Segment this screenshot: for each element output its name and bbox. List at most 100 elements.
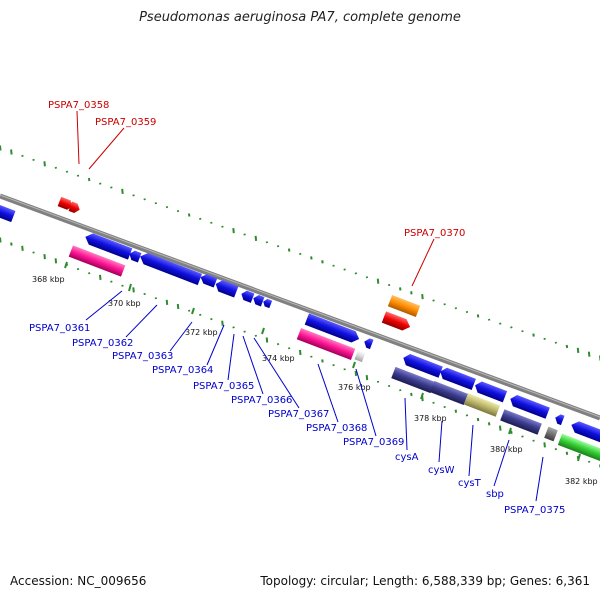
gene-pspa7-0367[interactable]	[262, 298, 273, 309]
accession-text: Accession: NC_009656	[10, 574, 147, 588]
gene-pspa7-0376-b[interactable]	[557, 433, 600, 467]
gene-pspa7-0366[interactable]	[240, 289, 255, 303]
gc-tick	[510, 430, 513, 434]
gc-tick	[321, 260, 324, 264]
gc-tick	[387, 283, 391, 287]
gc-tick	[554, 448, 558, 451]
gc-tick	[110, 280, 113, 283]
gene-label[interactable]: PSPA7_0375	[504, 505, 565, 516]
gene-label[interactable]: PSPA7_0359	[95, 117, 156, 128]
scale-label: 374 kbp	[262, 354, 295, 363]
gene-cysT[interactable]	[463, 393, 501, 417]
gene-pspa7-0376[interactable]	[569, 419, 600, 445]
gc-tick	[187, 309, 191, 312]
gene-pspa7-0360[interactable]	[0, 203, 16, 223]
gene-label[interactable]: cysT	[458, 478, 482, 489]
gene-pspa7-0365[interactable]	[214, 278, 239, 298]
gene-label[interactable]: PSPA7_0358	[48, 100, 109, 111]
gene-label[interactable]: cysA	[395, 452, 419, 463]
gene-cysW[interactable]	[430, 380, 468, 406]
gc-tick	[343, 268, 346, 271]
gene-sbp-upper[interactable]	[508, 393, 550, 419]
gc-tick	[21, 154, 24, 157]
gc-tick	[165, 206, 169, 209]
gc-tick	[376, 278, 380, 284]
gc-tick	[287, 248, 291, 252]
gc-tick	[87, 272, 91, 275]
gc-tick	[487, 422, 491, 426]
gene-pspa7-0370-b[interactable]	[381, 311, 412, 332]
gene-label[interactable]: cysW	[428, 465, 455, 476]
gc-tick	[121, 284, 124, 287]
gc-tick	[410, 392, 413, 397]
gc-tick	[132, 194, 135, 197]
gc-tick	[354, 272, 358, 275]
map-title: Pseudomonas aeruginosa PA7, complete gen…	[139, 10, 461, 25]
gene-label[interactable]: PSPA7_0368	[306, 423, 367, 434]
gc-tick	[465, 414, 469, 417]
reverse-leader-lines	[85, 290, 544, 502]
gc-tick	[499, 425, 502, 431]
gc-tick	[199, 313, 202, 316]
gc-content-outer-track	[0, 145, 600, 361]
gene-pspa7-0361-b[interactable]	[68, 245, 126, 277]
gc-tick	[143, 198, 146, 201]
gc-tick	[165, 299, 169, 305]
gene-pspa7-0369[interactable]	[362, 337, 374, 350]
gc-tick	[265, 337, 269, 343]
gc-tick	[221, 320, 224, 326]
gc-tick	[299, 252, 302, 256]
gene-label[interactable]: PSPA7_0363	[112, 351, 173, 362]
gene-pspa7-0375[interactable]	[544, 426, 558, 442]
gc-tick	[54, 166, 58, 169]
gene-cysT-upper[interactable]	[473, 380, 508, 403]
gene-label[interactable]: sbp	[486, 489, 504, 500]
gene-label[interactable]: PSPA7_0362	[72, 338, 133, 349]
scale-label: 382 kbp	[565, 477, 598, 486]
forward-gene-labels: PSPA7_0358 PSPA7_0359 PSPA7_0370	[48, 100, 465, 239]
gene-pspa7-0358[interactable]	[57, 196, 75, 211]
gene-pspa7-0364[interactable]	[199, 272, 218, 288]
gc-tick	[510, 326, 513, 329]
gc-tick	[43, 254, 46, 260]
gene-label[interactable]: PSPA7_0364	[152, 365, 213, 376]
gc-tick	[543, 337, 546, 340]
gc-tick	[232, 228, 235, 234]
gene-pspa7-0368[interactable]	[304, 313, 362, 344]
forward-leader-lines	[76, 110, 435, 287]
gene-pspa7-0363[interactable]	[138, 251, 203, 286]
gc-tick	[221, 225, 224, 228]
scale-label: 372 kbp	[185, 328, 218, 337]
gc-tick	[65, 170, 69, 173]
gc-tick	[387, 384, 391, 388]
gene-pspa7-0369-b[interactable]	[354, 349, 366, 363]
gc-tick	[576, 347, 580, 353]
gc-tick	[254, 334, 258, 337]
scale-label: 368 kbp	[32, 275, 65, 284]
gene-label[interactable]: PSPA7_0369	[343, 437, 404, 448]
gene-pspa7-0370[interactable]	[387, 295, 421, 317]
gc-tick	[432, 299, 435, 302]
reverse-gene-labels: PSPA7_0361 PSPA7_0362 PSPA7_0363 PSPA7_0…	[29, 323, 565, 516]
gc-tick	[87, 177, 91, 182]
gene-cysA-upper[interactable]	[401, 352, 443, 378]
gc-tick	[332, 264, 335, 267]
gc-tick	[532, 439, 535, 442]
gene-sbp[interactable]	[500, 409, 542, 435]
gene-label[interactable]: PSPA7_0370	[404, 228, 465, 239]
gene-label[interactable]: PSPA7_0365	[193, 381, 254, 392]
gene-cysW-upper[interactable]	[438, 366, 476, 391]
gene-pspa7-0367-a[interactable]	[252, 294, 265, 307]
gc-tick	[76, 174, 80, 177]
gene-label[interactable]: PSPA7_0366	[231, 395, 292, 406]
gene-pspa7-0375-a[interactable]	[553, 413, 565, 426]
gene-cysA[interactable]	[391, 366, 435, 394]
gene-pspa7-0361[interactable]	[83, 231, 133, 260]
gene-pspa7-0362[interactable]	[128, 249, 142, 263]
gc-tick	[243, 233, 246, 236]
gc-tick	[354, 370, 358, 376]
gene-label[interactable]: PSPA7_0361	[29, 323, 90, 334]
gene-label[interactable]: PSPA7_0367	[268, 409, 329, 420]
gene-pspa7-0359[interactable]	[68, 201, 82, 215]
gene-pspa7-0368-b[interactable]	[296, 328, 356, 360]
